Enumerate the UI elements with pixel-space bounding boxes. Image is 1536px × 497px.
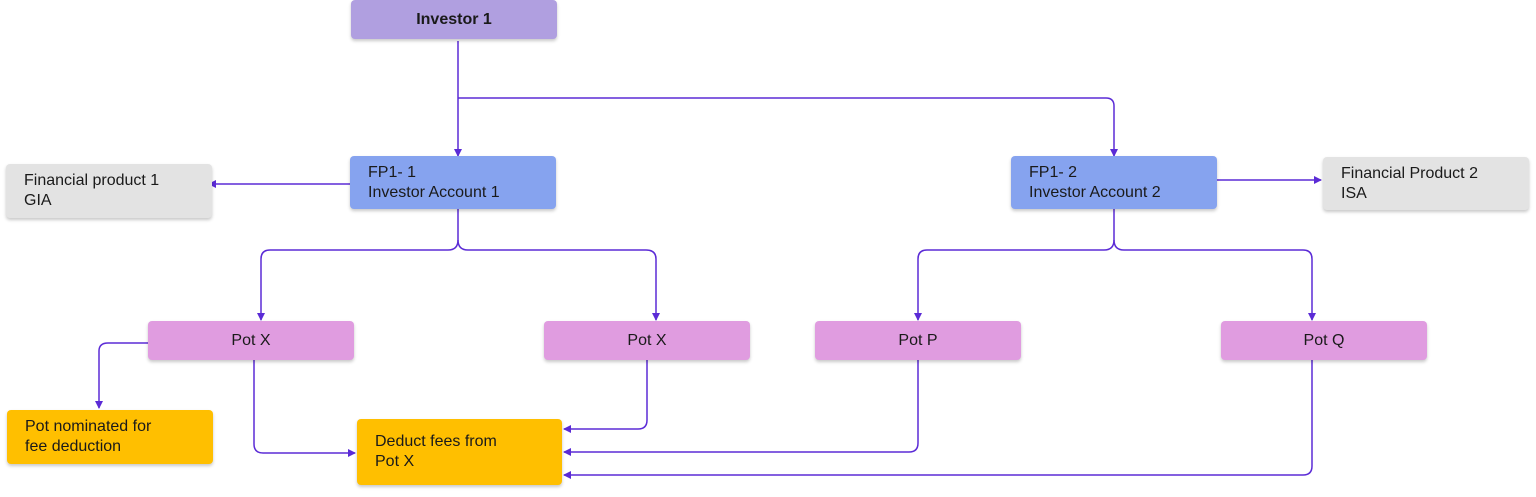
nominated-pot-line-1: Pot nominated for [25,418,152,435]
pot-x-right-node: Pot X [544,321,750,360]
pot-p-label: Pot P [898,331,938,349]
deduct-fees-line-2: Pot X [375,453,415,470]
financial-product-1-name: Financial product 1 [24,172,160,189]
edge-account1-to-pot-x-left [257,209,459,321]
financial-product-2-type: ISA [1341,184,1367,202]
pot-x-right-label: Pot X [627,331,667,349]
edge-pot-x-right-to-deduct [563,360,648,433]
financial-product-1-node: Financial product 1 GIA [6,164,212,218]
financial-product-2-node: Financial Product 2 ISA [1323,157,1529,210]
financial-product-2-name: Financial Product 2 [1341,164,1478,182]
account-1-name: Investor Account 1 [368,183,500,201]
account-2-node: FP1- 2 Investor Account 2 [1011,156,1217,209]
account-2-code: FP1- 2 [1029,163,1078,181]
deduct-fees-line-1: Deduct fees from [375,433,497,450]
nominated-pot-line-2: fee deduction [25,438,122,455]
nominated-pot-node: Pot nominated for fee deduction [7,410,213,464]
edge-account2-to-pot-p [914,209,1115,321]
edge-account2-to-pot-q [1113,239,1316,321]
pot-x-left-label: Pot X [231,331,271,349]
account-1-code: FP1- 1 [368,163,417,181]
edge-pot-q-to-deduct [563,360,1313,479]
financial-product-1-type: GIA [24,192,52,209]
account-1-node: FP1- 1 Investor Account 1 [350,156,556,209]
edge-pot-p-to-deduct [563,360,919,456]
deduct-fees-node: Deduct fees from Pot X [357,419,562,485]
edge-pot-x-left-to-nominated [95,342,148,409]
edge-account1-to-pot-x-right [457,239,660,321]
edge-investor-to-account2 [458,97,1118,157]
investor-label: Investor 1 [416,10,492,28]
pot-x-left-node: Pot X [148,321,354,360]
pot-p-node: Pot P [815,321,1021,360]
investor-node: Investor 1 [351,0,557,39]
pot-q-label: Pot Q [1303,331,1345,349]
account-2-name: Investor Account 2 [1029,183,1161,201]
edge-pot-x-left-to-deduct [253,360,356,457]
pot-q-node: Pot Q [1221,321,1427,360]
